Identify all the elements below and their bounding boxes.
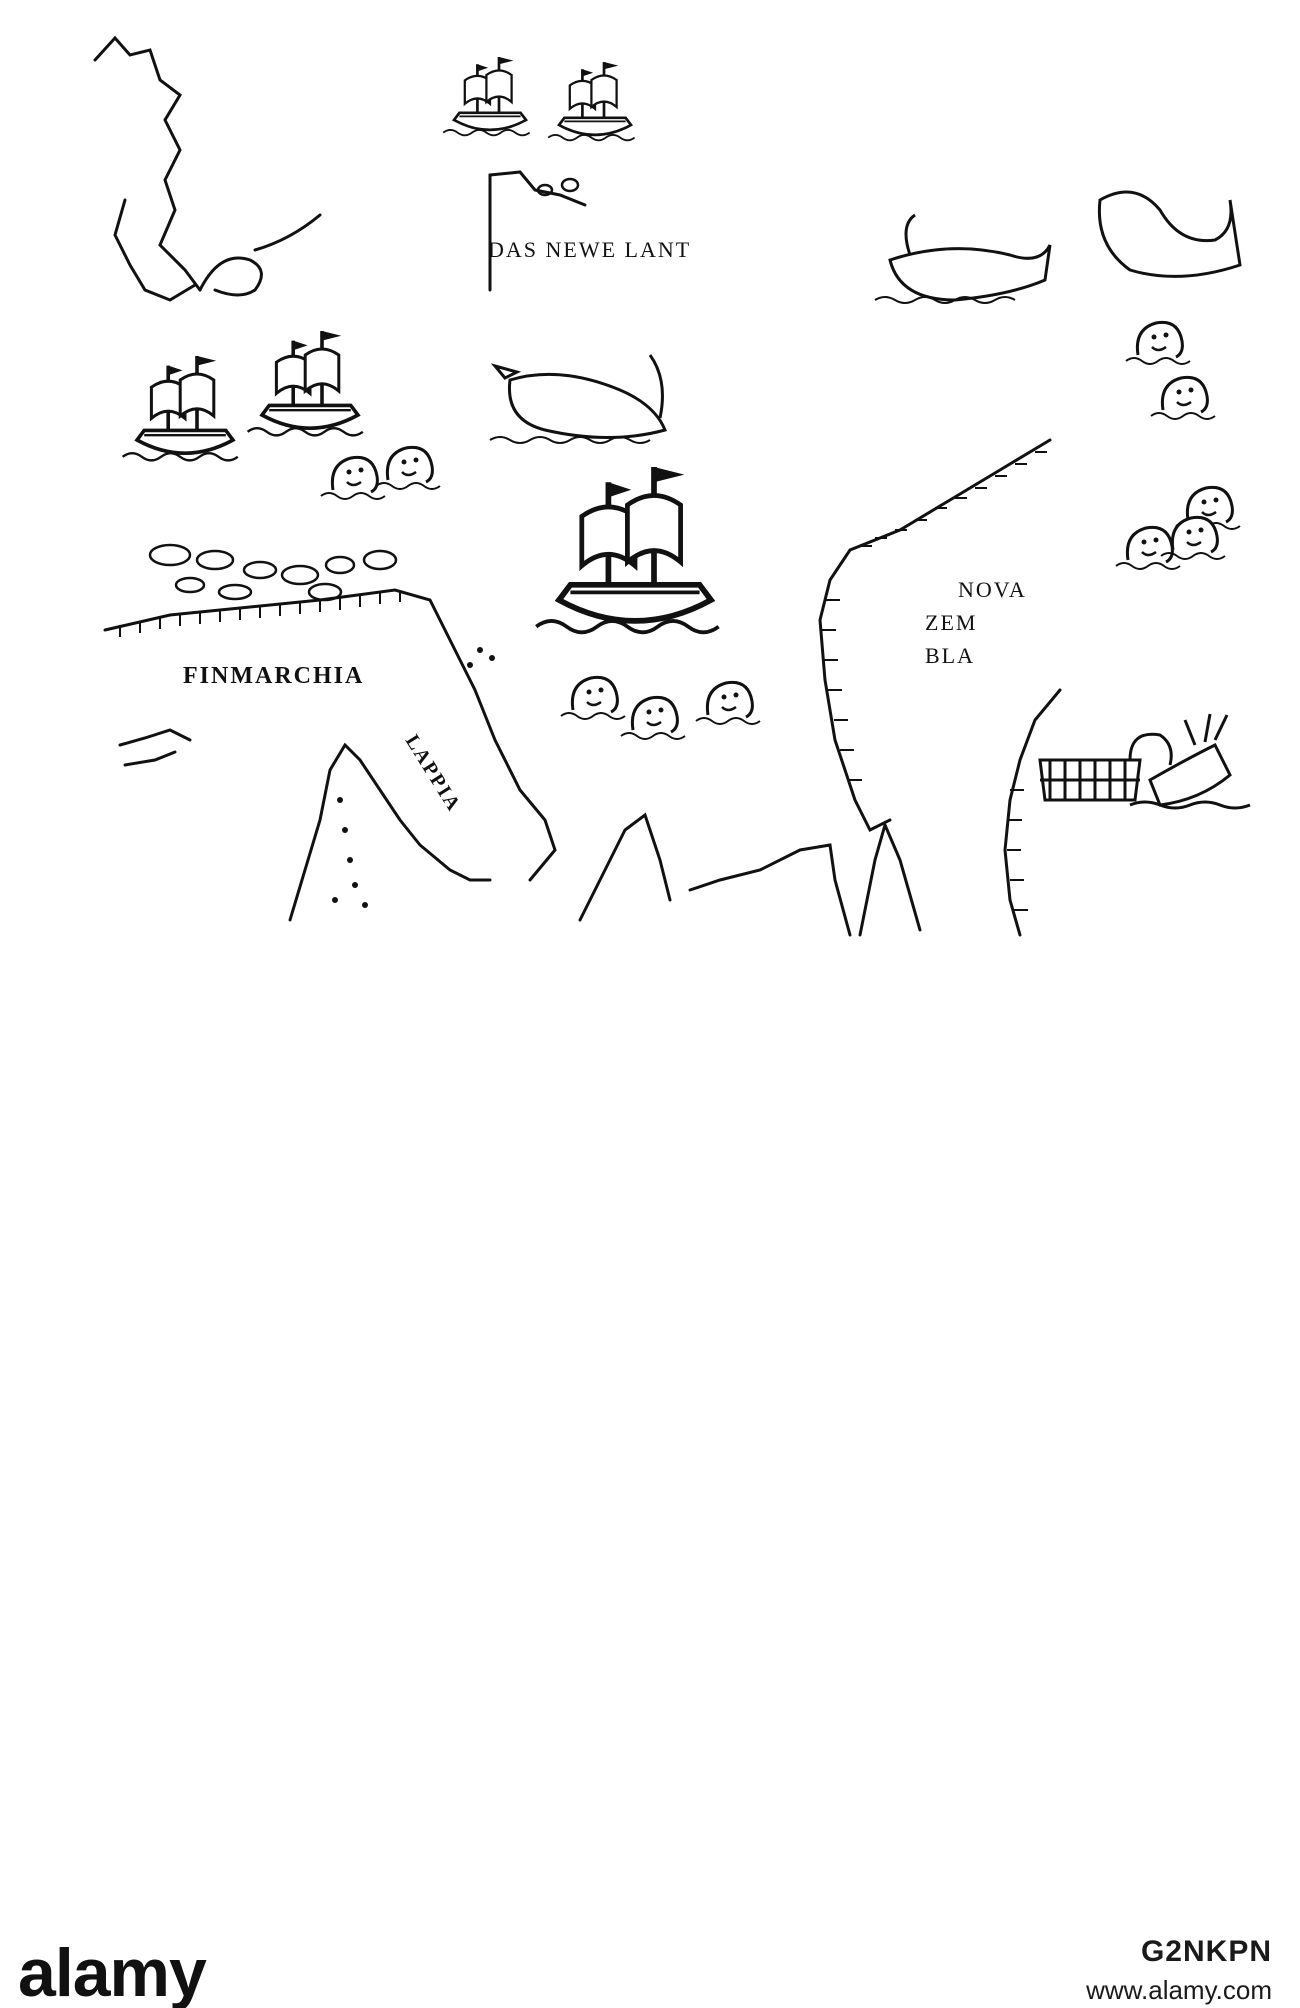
alamy-logo-text: alamy xyxy=(18,1938,207,2008)
watermark-band: alamy G2NKPN www.alamy.com xyxy=(0,960,1300,2008)
map-illustration: DAS NEWE LANT NOVA ZEM BLA FINMARCHIA LA… xyxy=(93,35,1251,937)
alamy-logo: alamy xyxy=(18,1938,208,2008)
label-zem: ZEM xyxy=(925,610,977,635)
label-finmarchia: FINMARCHIA xyxy=(183,663,364,689)
label-nova: NOVA xyxy=(958,577,1027,602)
image-id: G2NKPN xyxy=(1140,1935,1272,1968)
watermark-url: www.alamy.com xyxy=(1086,1975,1272,2005)
label-bla: BLA xyxy=(925,643,975,668)
watermark-meta: G2NKPN www.alamy.com xyxy=(1086,1935,1272,2006)
label-das-newe-lant: DAS NEWE LANT xyxy=(488,237,691,262)
label-lappia: LAPPIA xyxy=(401,731,465,816)
